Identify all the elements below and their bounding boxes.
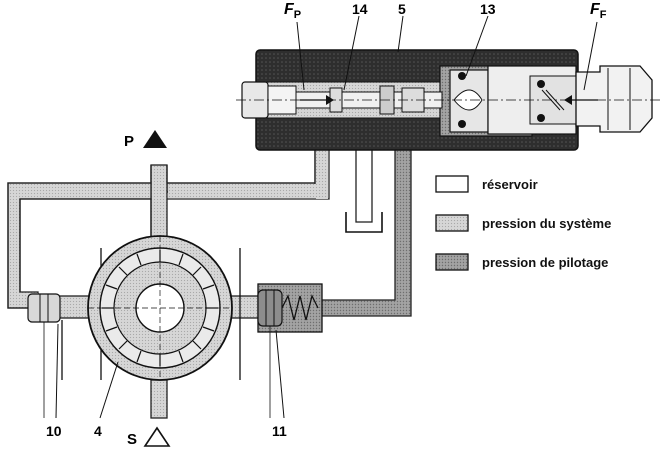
pipe-down-s <box>150 379 168 419</box>
legend-swatch-pilot <box>435 253 469 271</box>
suction-port-symbol <box>143 426 171 447</box>
legend-swatch-reservoir <box>435 175 469 193</box>
label-14: 14 <box>352 1 368 17</box>
pump-4 <box>55 235 297 381</box>
legend-swatch-system <box>435 214 469 232</box>
legend-label-system: pression du système <box>482 216 611 231</box>
piston-11 <box>257 283 323 418</box>
pressure-port-symbol <box>143 130 167 148</box>
label-11: 11 <box>272 423 287 439</box>
piston-10 <box>27 293 63 418</box>
leader-lines <box>55 15 598 419</box>
label-fp: FP <box>284 1 301 21</box>
labels: FP 14 5 13 FF P S 10 4 11 <box>46 1 607 448</box>
label-s: S <box>127 431 137 448</box>
legend: réservoir pression du système pression d… <box>435 175 611 271</box>
legend-label-reservoir: réservoir <box>482 177 538 192</box>
label-ff: FF <box>590 1 607 21</box>
legend-label-pilot: pression de pilotage <box>482 255 608 270</box>
valve-body <box>236 49 660 151</box>
label-10: 10 <box>46 423 62 439</box>
label-p: P <box>124 133 134 150</box>
label-13: 13 <box>480 1 496 17</box>
label-5: 5 <box>398 1 406 17</box>
label-4: 4 <box>94 423 102 439</box>
